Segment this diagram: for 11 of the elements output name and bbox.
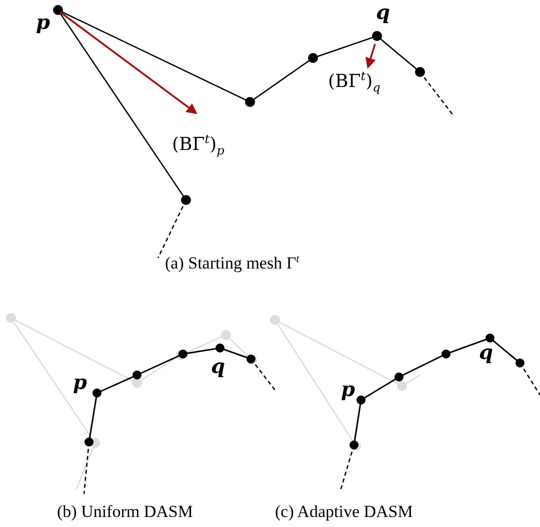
point-label: q [211, 356, 225, 376]
vector-label: (BΓ$^{t}$)$_{q}$ [328, 70, 380, 94]
figure-caption: (b) Uniform DASM [57, 503, 193, 520]
vector-label: (BΓ$^{t}$)$_{p}$ [172, 133, 224, 157]
point-label: p [73, 372, 87, 392]
point-label: q [376, 2, 390, 22]
point-label: p [36, 12, 50, 32]
point-label: p [341, 379, 355, 399]
figure-caption: (a) Starting mesh Γ$^{t}$ [165, 254, 300, 272]
figure-caption: (c) Adaptive DASM [275, 503, 413, 520]
point-label: q [479, 342, 493, 362]
